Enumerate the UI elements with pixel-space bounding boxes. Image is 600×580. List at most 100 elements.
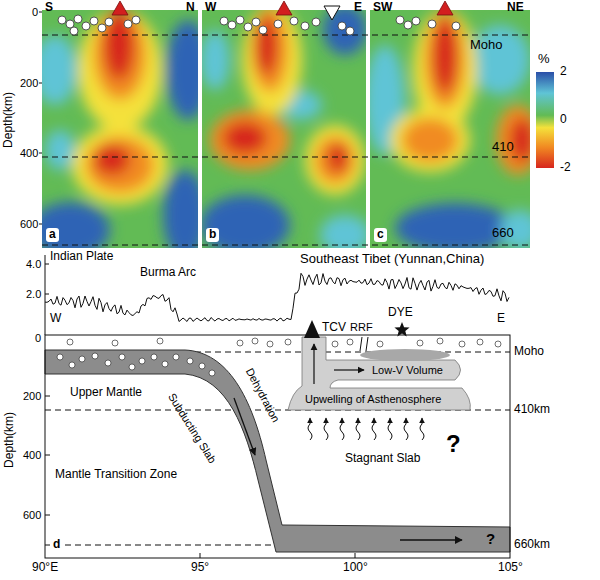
axis-line [45, 255, 46, 335]
volcano-symbol [304, 320, 320, 338]
tomography-panel [42, 10, 198, 248]
figure-label: 600 [23, 509, 41, 522]
figure-label: 100° [343, 561, 368, 575]
earthquake-star [394, 322, 409, 337]
figure-label: Depth(km) [2, 92, 16, 148]
earthquake-dot [139, 358, 145, 364]
tomography-panel [202, 30, 230, 90]
figure-label: Upper Mantle [70, 386, 142, 400]
figure-label: a [46, 228, 59, 242]
fault-line [360, 337, 368, 351]
earthquake-dot [187, 358, 193, 364]
earthquake-dot [417, 340, 423, 346]
earthquake-dot [112, 340, 118, 346]
axis-tick [39, 83, 42, 84]
flow-arrow [313, 344, 314, 384]
earthquake-dot [129, 364, 135, 370]
figure-label: 660 [492, 226, 514, 241]
earthquake-dot [58, 16, 66, 24]
tomography-panel [223, 122, 267, 154]
volcano-symbol [112, 1, 453, 15]
fault-line [360, 337, 362, 351]
earthquake-dot [252, 338, 258, 344]
figure-label: 410 [492, 140, 514, 155]
earthquake-dot [346, 27, 354, 35]
volcano-symbol [112, 1, 128, 15]
figure-label: RRF [350, 321, 373, 334]
earthquake-dot [92, 353, 98, 359]
figure-label: Stagnant Slab [345, 452, 420, 466]
figure-label: 105° [498, 561, 523, 575]
earthquake-dot [437, 338, 443, 344]
figure-label: 200 [20, 77, 38, 90]
tomography-panel [315, 136, 355, 184]
axis-line [45, 294, 49, 295]
tomography-panel [323, 10, 366, 55]
volcano-symbol [276, 1, 292, 15]
axis-tick [39, 12, 42, 13]
wavy-arrow [372, 418, 376, 440]
earthquake-dot [338, 22, 346, 30]
earthquake-dot [477, 339, 483, 345]
earthquake-dot [162, 361, 168, 367]
axis-tick [39, 12, 42, 224]
axis-tick [355, 553, 356, 558]
figure-label: E [354, 1, 362, 15]
earthquake-dot [82, 22, 90, 30]
earthquake-dot [58, 15, 460, 35]
discontinuity-line [42, 35, 530, 245]
earthquake-dot [252, 18, 260, 26]
figure-label: Low-V Volume [372, 364, 443, 377]
wavy-arrow [340, 418, 344, 440]
earthquake-dot [199, 363, 205, 369]
earthquake-dot [452, 22, 460, 30]
tomography-panel [305, 125, 365, 195]
figure-label: 0 [35, 332, 41, 345]
earthquake-dot [396, 16, 404, 24]
figure-label: 95° [191, 561, 209, 575]
tomography-panel [370, 10, 530, 248]
figure-label: Moho [514, 345, 544, 359]
axis-tick [45, 515, 50, 516]
earthquake-dot [267, 341, 273, 347]
earthquake-dot [74, 15, 82, 23]
figure-label: % [538, 52, 550, 67]
tomography-panel [390, 108, 470, 172]
tomography-panel [104, 10, 134, 80]
wavy-arrow [324, 418, 328, 440]
station-symbol [324, 6, 340, 20]
section-frame [45, 335, 510, 558]
earthquake-dot [228, 21, 236, 29]
tomography-panel [402, 118, 458, 162]
tomography-panel [210, 110, 290, 170]
earthquake-dot [274, 20, 282, 28]
tomography-panel [42, 35, 77, 105]
figure-label: 90°E [32, 561, 58, 575]
tomography-panel [94, 10, 146, 100]
axis-tick [39, 153, 42, 154]
low-velocity-volume [360, 349, 450, 361]
color-bar [536, 72, 554, 168]
figure-label: Mantle Transition Zone [55, 468, 177, 482]
earthquake-dot [220, 17, 228, 25]
figure-label: 2 [560, 65, 567, 79]
tomography-panel [252, 10, 288, 92]
earthquake-dot [105, 360, 111, 366]
figure-label: 2.0 [26, 288, 41, 301]
earthquake-dot [428, 20, 436, 28]
discontinuity-line [42, 157, 530, 158]
earthquake-dot [301, 22, 309, 30]
earthquake-dot [151, 354, 157, 360]
figure-label: TCV [322, 321, 346, 335]
tomography-panel [72, 125, 168, 205]
axis-tick [45, 396, 355, 558]
earthquake-dot [244, 23, 252, 31]
figure-label: 4.0 [26, 258, 41, 271]
flow-arrow [334, 369, 364, 370]
earthquake-dot [290, 17, 298, 25]
figure-label: 600 [20, 218, 38, 231]
earthquake-dot [259, 26, 267, 34]
tomography-panel [202, 10, 366, 248]
figure-label: ? [446, 430, 461, 458]
